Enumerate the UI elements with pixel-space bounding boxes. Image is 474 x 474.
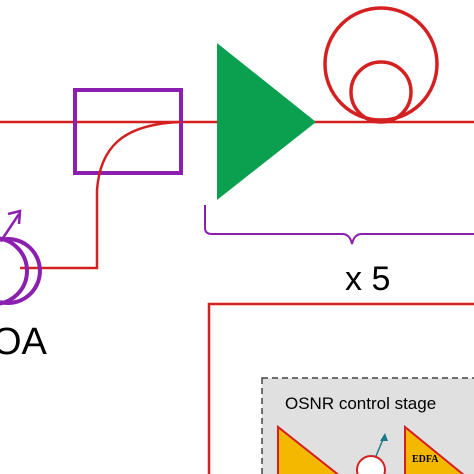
voa-arrow-head-icon — [7, 209, 22, 225]
osnr-stage-label: OSNR control stage — [285, 394, 436, 413]
stage-attenuator-icon — [356, 455, 386, 474]
stage-amplifier-2-icon — [404, 424, 465, 474]
feedback-fiber-line — [207, 302, 474, 474]
edfa-label: EDFA — [412, 454, 439, 465]
amplifier-triangle-icon[interactable] — [217, 43, 316, 200]
voa-circle-icon — [0, 237, 42, 305]
voa-arrow-shaft-icon — [1, 213, 21, 239]
branch-fiber-line — [20, 120, 182, 270]
voa-label: OA — [0, 321, 48, 363]
fiber-spool-outer-icon[interactable] — [323, 6, 439, 122]
stage-amplifier-1-icon — [277, 424, 340, 474]
repeat-label: x 5 — [345, 260, 390, 298]
coupler-box[interactable] — [73, 88, 183, 175]
repeat-bracket — [204, 205, 474, 245]
fiber-spool-inner-icon — [349, 60, 413, 124]
stage-attenuator-arrowhead-icon — [380, 433, 388, 441]
voa-icon[interactable] — [0, 236, 29, 306]
